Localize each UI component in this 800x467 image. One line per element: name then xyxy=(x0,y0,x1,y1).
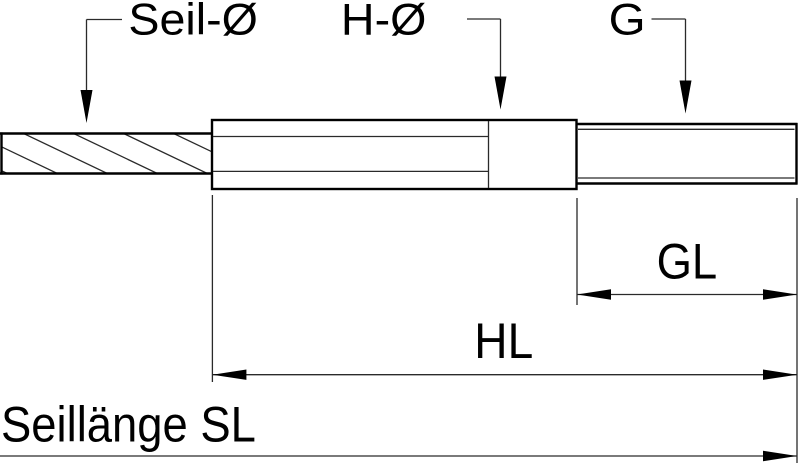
svg-text:Seil-Ø: Seil-Ø xyxy=(128,0,258,44)
svg-text:H-Ø: H-Ø xyxy=(341,0,427,44)
svg-text:G: G xyxy=(609,0,646,44)
svg-text:HL: HL xyxy=(474,313,533,369)
svg-text:GL: GL xyxy=(657,234,718,290)
svg-text:Seillänge SL: Seillänge SL xyxy=(1,397,256,453)
